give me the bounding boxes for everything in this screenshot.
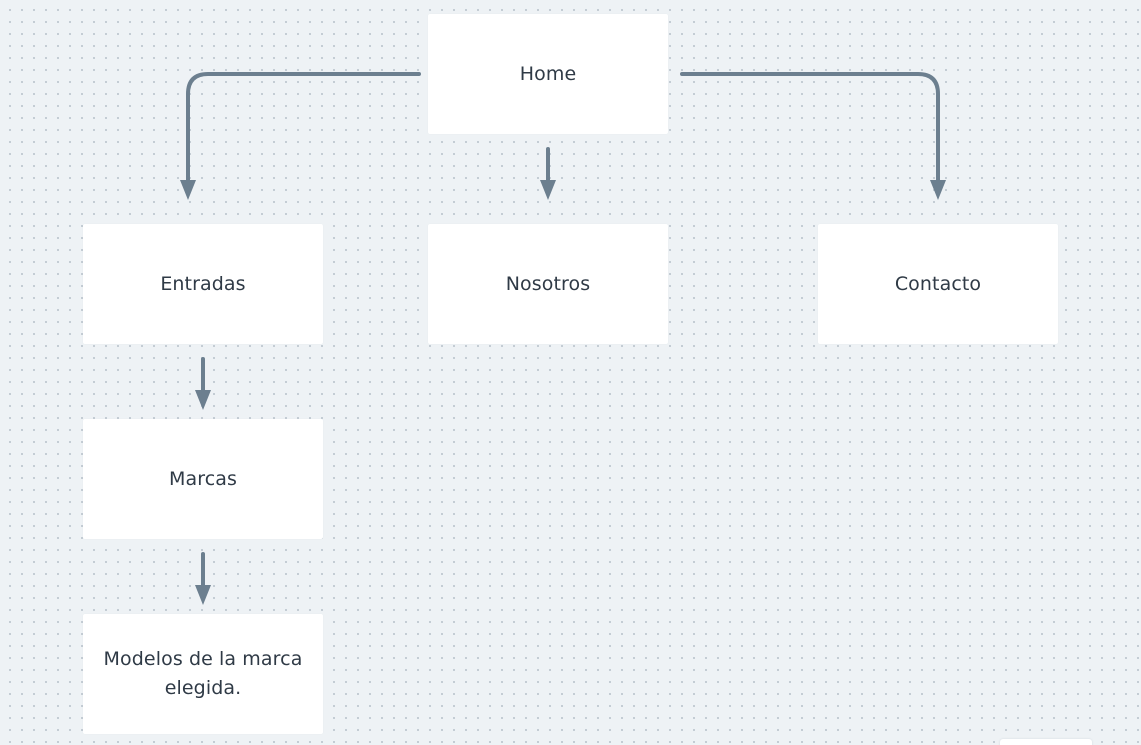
node-home-label: Home (519, 62, 577, 85)
zoom-controls-panel[interactable] (1000, 739, 1092, 745)
node-contacto[interactable]: Contacto (818, 224, 1058, 344)
node-entradas-label: Entradas (160, 272, 246, 295)
node-entradas[interactable]: Entradas (83, 224, 323, 344)
node-contacto-label: Contacto (894, 272, 982, 295)
node-nosotros[interactable]: Nosotros (428, 224, 668, 344)
node-marcas[interactable]: Marcas (83, 419, 323, 539)
node-modelos[interactable]: Modelos de la marca elegida. (83, 614, 323, 734)
connector-home-entradas[interactable] (180, 72, 421, 200)
node-nosotros-label: Nosotros (505, 272, 591, 295)
node-marcas-label: Marcas (168, 467, 238, 490)
connector-home-contacto[interactable] (680, 72, 946, 200)
node-home[interactable]: Home (428, 14, 668, 134)
node-modelos-label: Modelos de la marca elegida. (103, 648, 303, 699)
